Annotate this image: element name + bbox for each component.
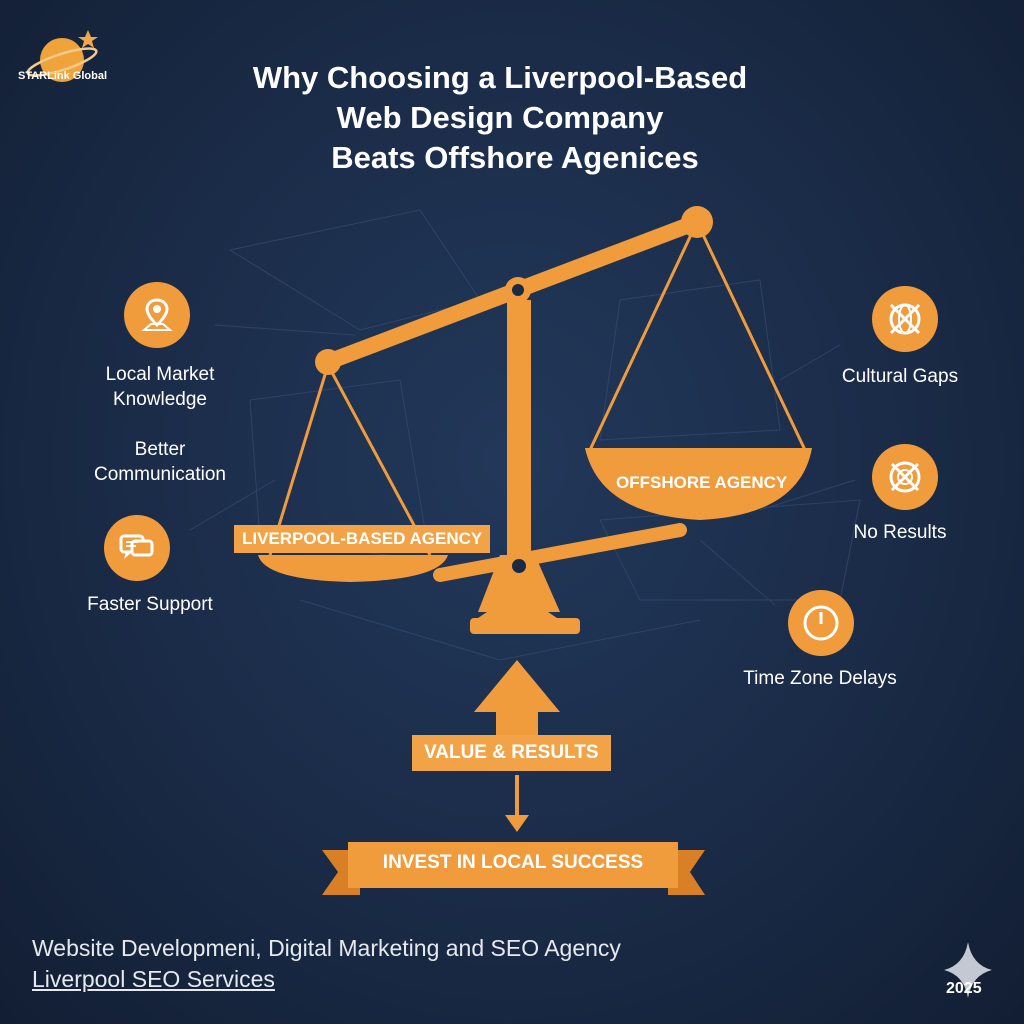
left-pan bbox=[258, 555, 448, 582]
benefit-faster-support: Faster Support bbox=[87, 594, 213, 615]
down-arrow-icon bbox=[505, 815, 529, 832]
logo-text: STARLink Global bbox=[18, 70, 108, 82]
banner-label: INVEST IN LOCAL SUCCESS bbox=[382, 852, 644, 873]
right-pan bbox=[585, 448, 812, 520]
drawback-cultural-gaps: Cultural Gaps bbox=[841, 366, 959, 387]
title-line-2: Web Design Company bbox=[336, 100, 664, 135]
up-arrow-icon bbox=[474, 660, 560, 740]
page-title: Why Choosing a Liverpool-Based Web Desig… bbox=[0, 58, 1000, 178]
right-pan-label: OFFSHORE AGENCY bbox=[616, 473, 788, 492]
scale-base bbox=[478, 555, 560, 612]
pan-strings bbox=[268, 221, 807, 556]
sparkle-icon bbox=[944, 942, 992, 998]
footer-link[interactable]: Liverpool SEO Services bbox=[32, 966, 275, 992]
title-line-3: Beats Offshore Agenices bbox=[331, 140, 699, 175]
logo-planet-icon bbox=[26, 30, 98, 82]
year-label: 2025 bbox=[946, 980, 982, 997]
map-pin-icon bbox=[124, 282, 190, 348]
clock-icon bbox=[788, 590, 854, 656]
benefit-better-communication: Better Communication bbox=[94, 439, 226, 485]
benefit-local-market-knowledge: Local Market Knowledge bbox=[105, 364, 215, 410]
drawback-time-zone-delays: Time Zone Delays bbox=[743, 668, 897, 689]
crossed-target-icon bbox=[872, 444, 938, 510]
title-line-1: Why Choosing a Liverpool-Based bbox=[252, 60, 748, 95]
drawback-no-results: No Results bbox=[853, 522, 947, 543]
value-results-label: VALUE & RESULTS bbox=[412, 735, 611, 771]
left-pan-label: LIVERPOOL-BASED AGENCY bbox=[234, 525, 491, 553]
chat-bubbles-icon bbox=[104, 515, 170, 581]
banner bbox=[348, 842, 678, 888]
crossed-globe-icon bbox=[872, 286, 938, 352]
footer-tagline: Website Developmeni, Digital Marketing a… bbox=[32, 935, 621, 961]
